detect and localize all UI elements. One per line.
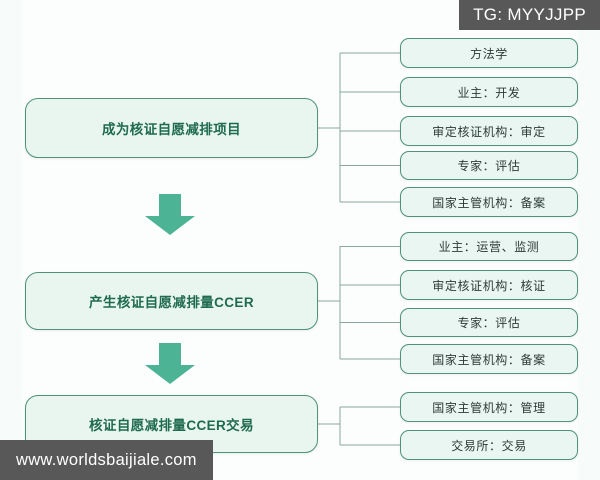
leaf-box-label: 审定核证机构：核证: [432, 278, 546, 293]
leaf-box-label: 业主：运营、监测: [438, 240, 540, 254]
leaf-box-stage-1-item-3[interactable]: 审定核证机构：审定: [400, 116, 578, 146]
watermark-bottom-left: www.worldsbaijiale.com: [0, 440, 213, 480]
main-box-label: 成为核证自愿减排项目: [102, 122, 241, 137]
watermark-top-right: TG: MYYJJPP: [459, 0, 600, 30]
leaf-box-label: 国家主管机构：备案: [432, 195, 546, 210]
leaf-box-label: 业主：开发: [457, 85, 521, 100]
leaf-box-stage-1-item-4[interactable]: 专家：评估: [400, 151, 578, 180]
leaf-box-label: 方法学: [470, 46, 508, 61]
leaf-box-stage-1-item-5[interactable]: 国家主管机构：备案: [400, 187, 578, 217]
watermark-bottom-text: www.worldsbaijiale.com: [16, 450, 197, 469]
leaf-box-label: 专家：评估: [457, 316, 521, 330]
leaf-box-stage-2-item-1[interactable]: 业主：运营、监测: [400, 232, 578, 261]
leaf-box-stage-1-item-1[interactable]: 方法学: [400, 38, 578, 68]
leaf-box-stage-2-item-3[interactable]: 专家：评估: [400, 308, 578, 337]
leaf-box-label: 专家：评估: [457, 159, 521, 173]
main-box-stage-2[interactable]: 产生核证自愿减排量CCER: [25, 272, 318, 330]
leaf-box-label: 交易所：交易: [451, 438, 527, 453]
background-tint-right: [578, 0, 600, 480]
down-arrow-2: [145, 343, 195, 384]
main-box-label: 核证自愿减排量CCER交易: [89, 418, 254, 433]
watermark-top-text: TG: MYYJJPP: [473, 5, 586, 24]
main-box-stage-1[interactable]: 成为核证自愿减排项目: [25, 98, 318, 158]
main-box-label: 产生核证自愿减排量CCER: [89, 295, 254, 310]
leaf-box-stage-2-item-2[interactable]: 审定核证机构：核证: [400, 270, 578, 300]
leaf-box-label: 国家主管机构：备案: [432, 352, 546, 367]
leaf-box-stage-1-item-2[interactable]: 业主：开发: [400, 77, 578, 107]
background-tint-left: [0, 0, 22, 480]
leaf-box-stage-3-item-2[interactable]: 交易所：交易: [400, 430, 578, 460]
leaf-box-stage-2-item-4[interactable]: 国家主管机构：备案: [400, 344, 578, 374]
down-arrow-1: [145, 194, 195, 235]
leaf-box-stage-3-item-1[interactable]: 国家主管机构：管理: [400, 392, 578, 422]
leaf-box-label: 审定核证机构：审定: [432, 124, 546, 139]
leaf-box-label: 国家主管机构：管理: [432, 400, 546, 415]
